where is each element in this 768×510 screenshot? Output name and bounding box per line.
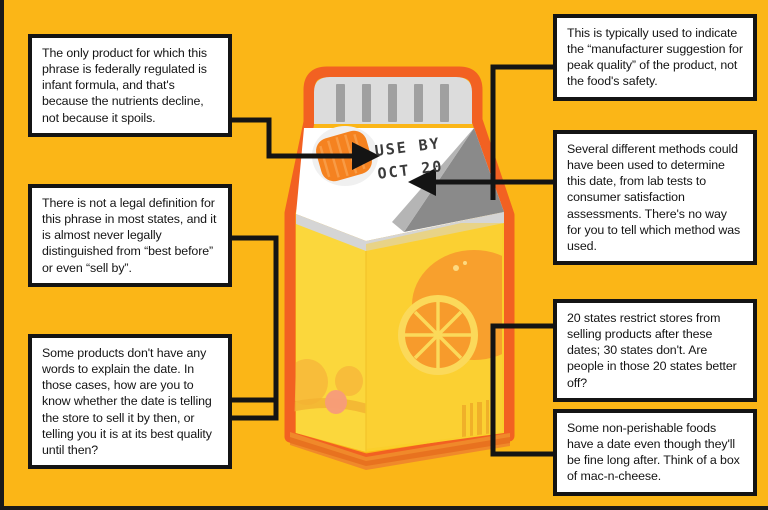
- connector-callout-1: [232, 117, 352, 159]
- callout-box-non-perishable-foods: Some non-perishable foods have a date ev…: [553, 409, 757, 496]
- callout-text: The only product for which this phrase i…: [42, 46, 207, 125]
- callout-text: 20 states restrict stores from selling p…: [567, 311, 737, 390]
- arrowhead-right: [352, 142, 380, 170]
- callout-box-manufacturer-suggestion: This is typically used to indicate the “…: [553, 14, 757, 101]
- callout-text: This is typically used to indicate the “…: [567, 26, 743, 89]
- callout-text: Several different methods could have bee…: [567, 142, 741, 253]
- connector-callout-4: [490, 64, 553, 200]
- connector-callout-6: [490, 323, 553, 457]
- date-stamp: USE BY OCT 20: [374, 132, 445, 185]
- callout-box-methods-used: Several different methods could have bee…: [553, 130, 757, 265]
- callout-box-federally-regulated: The only product for which this phrase i…: [28, 34, 232, 137]
- carton-cap: [314, 77, 472, 124]
- barcode: [462, 400, 489, 445]
- callout-box-state-restrictions: 20 states restrict stores from selling p…: [553, 299, 757, 402]
- callout-text: Some products don't have any words to ex…: [42, 346, 212, 457]
- arrowhead-left: [408, 168, 436, 196]
- connector-callout-2: [232, 235, 279, 421]
- callout-box-no-legal-definition: There is not a legal definition for this…: [28, 184, 232, 287]
- carton-base-shadow: [290, 432, 510, 470]
- callout-text: Some non-perishable foods have a date ev…: [567, 421, 740, 484]
- orange-slice-logo: [398, 295, 478, 375]
- carton-illustration: [232, 64, 553, 470]
- carton-body: [294, 223, 504, 452]
- front-face-graphics: [294, 359, 366, 414]
- connector-left-bracket: [232, 235, 279, 421]
- callout-box-no-words-explain-date: Some products don't have any words to ex…: [28, 334, 232, 469]
- connector-arrowheads: [352, 142, 436, 196]
- callout-text: There is not a legal definition for this…: [42, 196, 217, 275]
